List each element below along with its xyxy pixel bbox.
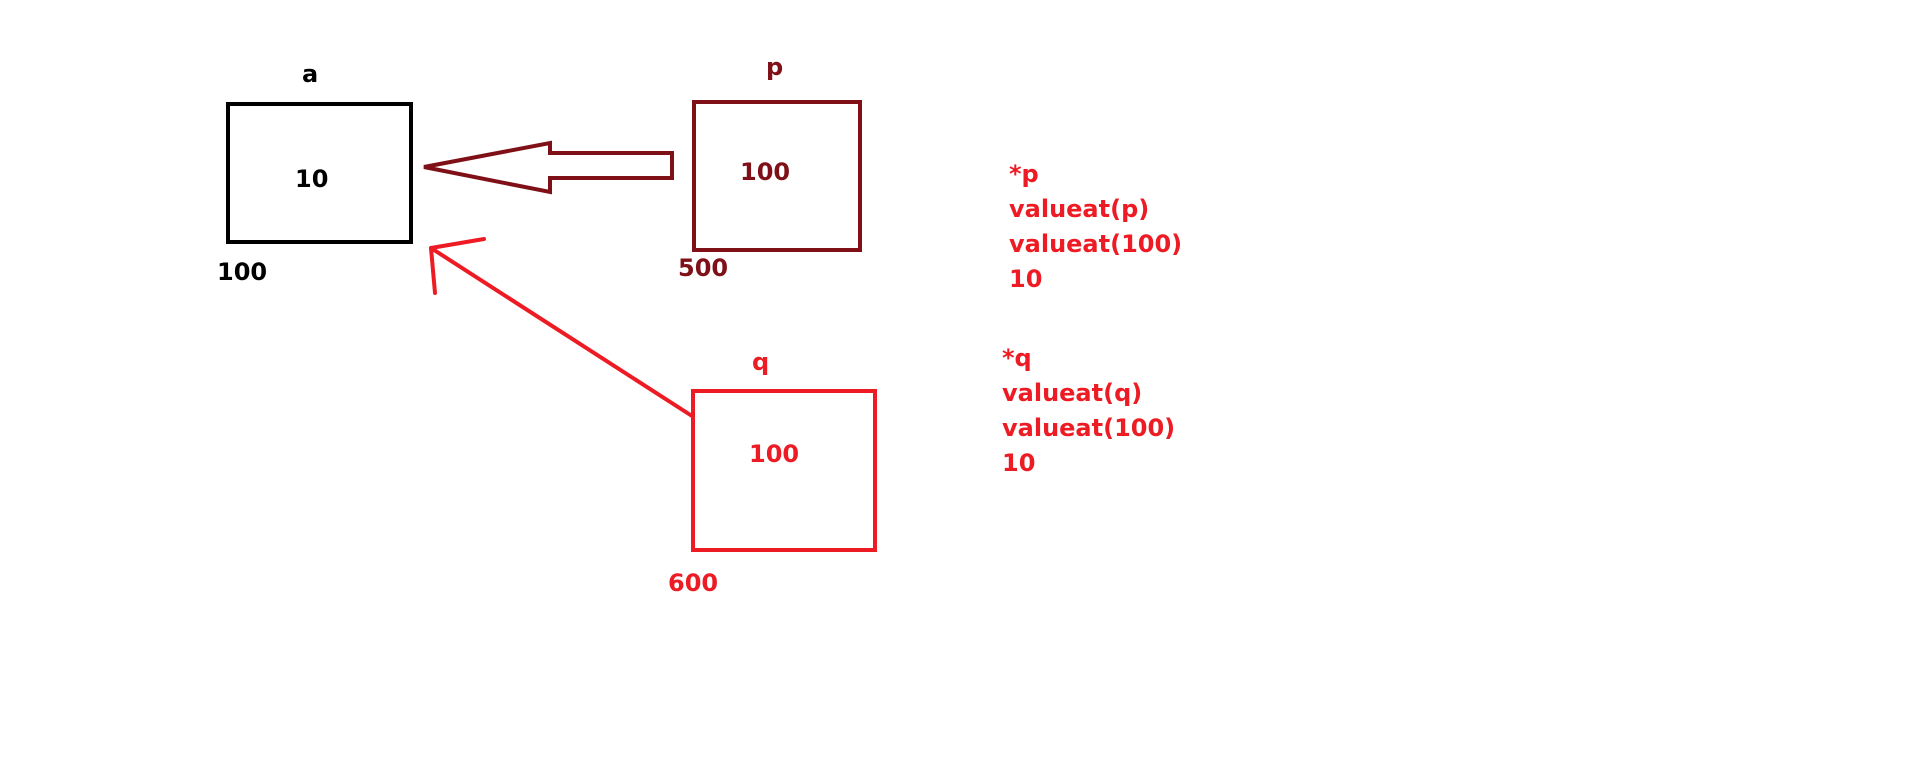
box-p-name: p [766,53,784,81]
deref-notes-q-line: valueat(q) [1002,379,1143,407]
deref-notes-p: *p valueat(p) valueat(100) 10 [1009,157,1182,297]
box-a [226,102,413,244]
pointer-line-q-to-a [429,246,694,418]
box-p [692,100,862,252]
box-a-name: a [302,60,319,88]
deref-notes-p-line: 10 [1009,265,1043,293]
deref-notes-p-line: valueat(p) [1009,195,1150,223]
box-q-name: q [752,348,770,376]
deref-notes-p-line: *p [1009,160,1039,188]
deref-notes-q: *q valueat(q) valueat(100) 10 [1002,341,1175,481]
box-a-value: 10 [295,165,329,193]
box-p-address: 500 [678,254,729,282]
box-p-value: 100 [740,158,791,186]
deref-notes-q-line: valueat(100) [1002,414,1176,442]
deref-notes-q-line: 10 [1002,449,1036,477]
pointer-arrowhead-q-to-a [429,237,486,295]
box-q [691,389,877,552]
deref-notes-p-line: valueat(100) [1009,230,1183,258]
box-a-address: 100 [217,258,268,286]
box-q-value: 100 [749,440,800,468]
deref-notes-q-line: *q [1002,344,1032,372]
pointer-arrow-p-to-a [423,140,674,195]
box-q-address: 600 [668,569,719,597]
